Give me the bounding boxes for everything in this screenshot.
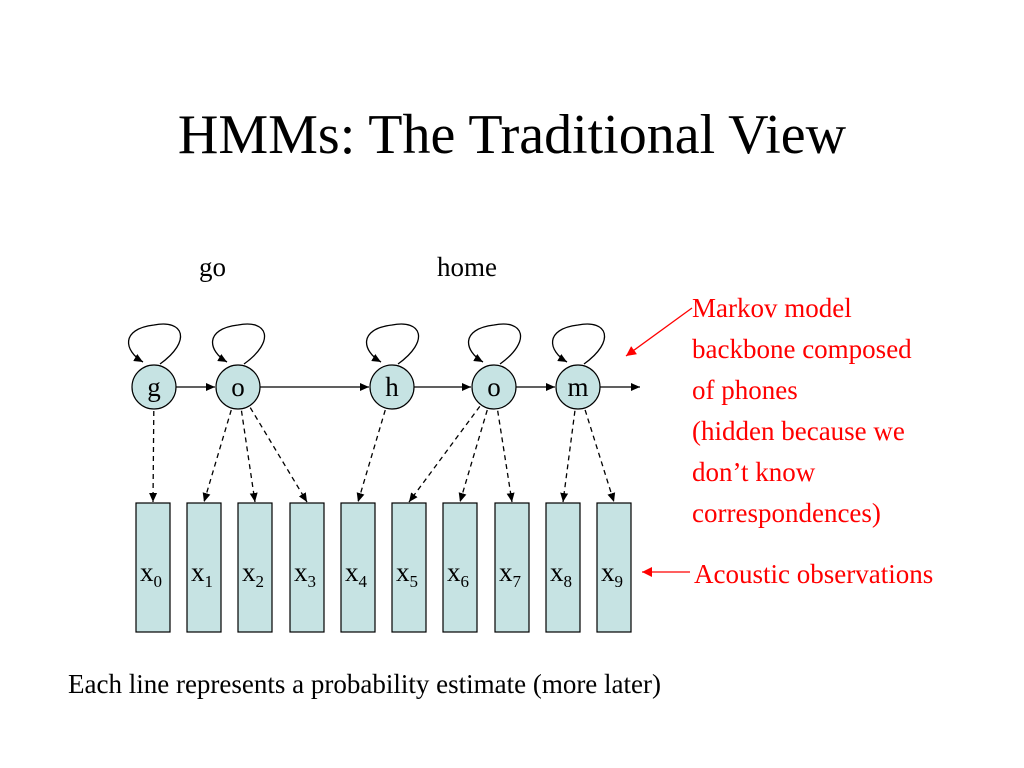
state-label: m bbox=[567, 372, 588, 402]
observation-rect bbox=[237, 502, 273, 633]
annotation-line: backbone composed bbox=[692, 334, 912, 364]
observation-label: x3 bbox=[294, 557, 316, 591]
acoustic-observations-annotation: Acoustic observations bbox=[694, 559, 934, 589]
state-circle bbox=[471, 364, 517, 410]
observation-rect bbox=[545, 502, 581, 633]
observation-box: x5 bbox=[391, 502, 427, 633]
emission-arrow bbox=[202, 409, 232, 503]
annotation-line: (hidden because we bbox=[692, 416, 905, 446]
self-loop-arrow bbox=[467, 323, 522, 365]
observation-label: x7 bbox=[499, 557, 522, 591]
emission-arrow bbox=[240, 410, 258, 503]
observation-rect bbox=[289, 502, 325, 633]
state-node: m bbox=[555, 364, 601, 410]
state-circle bbox=[555, 364, 601, 410]
observation-label: x5 bbox=[396, 557, 418, 591]
observation-rect bbox=[391, 502, 427, 633]
observation-label: x2 bbox=[242, 557, 264, 591]
state-label: g bbox=[147, 372, 161, 402]
emission-arrow bbox=[560, 410, 576, 503]
emission-arrow bbox=[149, 410, 158, 503]
state-node: g bbox=[131, 364, 177, 410]
footer-caption: Each line represents a probability estim… bbox=[68, 669, 661, 699]
markov-annotation-arrow bbox=[625, 307, 693, 357]
observation-box: x7 bbox=[494, 502, 530, 633]
observation-rect bbox=[442, 502, 478, 633]
observation-box: x0 bbox=[135, 502, 171, 633]
observation-box: x8 bbox=[545, 502, 581, 633]
observation-box: x2 bbox=[237, 502, 273, 633]
state-node: h bbox=[369, 364, 415, 410]
state-label: o bbox=[487, 372, 501, 402]
observation-box: x9 bbox=[596, 502, 632, 633]
self-loop-arrow bbox=[365, 323, 420, 365]
annotation-line: Markov model bbox=[692, 293, 852, 323]
observation-rect bbox=[596, 502, 632, 633]
observation-label: x4 bbox=[345, 557, 368, 591]
emission-arrow bbox=[458, 409, 488, 503]
state-node: o bbox=[471, 364, 517, 410]
observation-rect bbox=[135, 502, 171, 633]
state-circle bbox=[131, 364, 177, 410]
markov-backbone-annotation: Markov model backbone composed of phones… bbox=[692, 288, 1012, 534]
observation-label: x8 bbox=[550, 557, 572, 591]
emission-arrow bbox=[584, 409, 616, 503]
word-label-home: home bbox=[437, 252, 497, 282]
observation-label: x6 bbox=[447, 557, 469, 591]
state-circle bbox=[369, 364, 415, 410]
state-label: o bbox=[231, 372, 245, 402]
self-loop-arrow bbox=[551, 323, 606, 365]
observation-label: x9 bbox=[601, 557, 623, 591]
self-loop-arrow bbox=[127, 323, 182, 365]
observation-box: x1 bbox=[186, 502, 222, 633]
slide-title: HMMs: The Traditional View bbox=[177, 104, 847, 166]
emission-arrow bbox=[497, 410, 515, 503]
annotation-line: correspondences) bbox=[692, 498, 881, 528]
observation-box: x6 bbox=[442, 502, 478, 633]
observation-label: x1 bbox=[191, 557, 213, 591]
observation-box: x4 bbox=[340, 502, 376, 633]
self-loop-arrow bbox=[211, 323, 266, 365]
annotation-line: of phones bbox=[692, 375, 798, 405]
emission-arrow bbox=[356, 409, 386, 503]
state-node: o bbox=[215, 364, 261, 410]
observation-label: x0 bbox=[140, 557, 162, 591]
observation-box: x3 bbox=[289, 502, 325, 633]
observation-rect bbox=[340, 502, 376, 633]
state-circle bbox=[215, 364, 261, 410]
emission-arrow bbox=[408, 405, 481, 503]
word-label-go: go bbox=[199, 252, 226, 282]
observation-rect bbox=[186, 502, 222, 633]
observation-rect bbox=[494, 502, 530, 633]
annotation-line: don’t know bbox=[692, 457, 816, 487]
state-label: h bbox=[385, 372, 399, 402]
emission-arrow bbox=[249, 407, 308, 503]
